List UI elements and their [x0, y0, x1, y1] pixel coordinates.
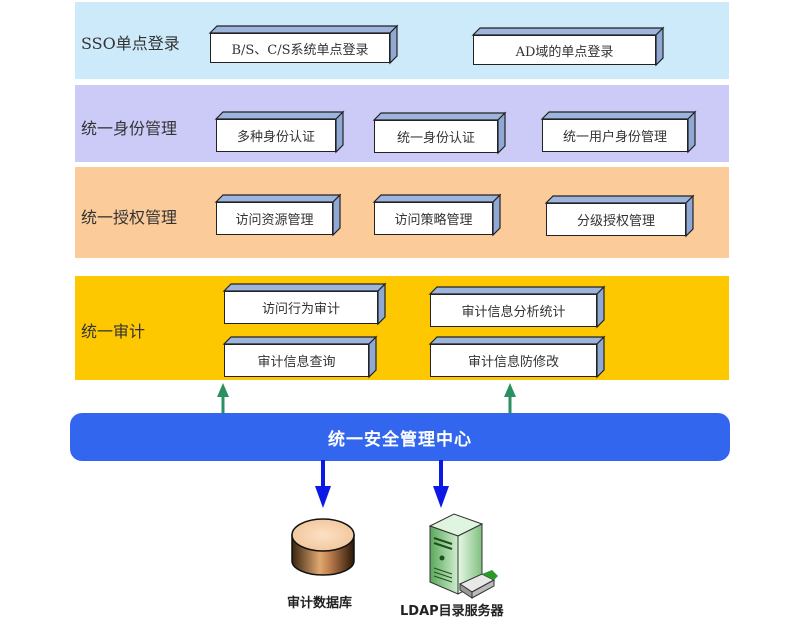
database-caption: 审计数据库: [287, 596, 353, 611]
box-side-face: [596, 285, 605, 329]
module-label: 审计信息防修改: [430, 344, 597, 377]
module-box: 审计信息查询: [222, 335, 378, 379]
layer-audit-label: 统一审计: [81, 322, 146, 341]
module-label: AD域的单点登录: [473, 35, 656, 65]
module-box: 审计信息分析统计: [428, 285, 606, 329]
box-side-face: [389, 24, 398, 65]
box-side-face: [596, 335, 605, 379]
layer-identity-label: 统一身份管理: [81, 119, 178, 138]
arrow-down-ldap: [433, 460, 449, 508]
module-box: 多种身份认证: [214, 110, 345, 154]
module-box: 统一用户身份管理: [540, 110, 697, 154]
box-top-face: [222, 336, 378, 345]
arrow-up-left: [217, 383, 229, 415]
box-top-face: [372, 194, 502, 203]
box-top-face: [540, 111, 697, 120]
module-box: 统一身份认证: [372, 111, 507, 155]
box-side-face: [655, 26, 664, 67]
box-top-face: [372, 112, 507, 121]
module-label: 分级授权管理: [546, 203, 686, 236]
box-side-face: [687, 110, 696, 154]
arrow-down-database: [315, 460, 331, 508]
module-box: 访问行为审计: [222, 282, 387, 326]
module-label: 审计信息分析统计: [430, 294, 597, 327]
module-label: 多种身份认证: [216, 119, 336, 152]
box-top-face: [544, 195, 695, 204]
module-box: B/S、C/S系统单点登录: [208, 24, 399, 65]
box-top-face: [214, 111, 345, 120]
box-top-face: [214, 194, 342, 203]
module-box: 审计信息防修改: [428, 335, 606, 379]
ldap-caption: LDAP目录服务器: [400, 604, 504, 619]
arrow-up-right: [504, 383, 516, 415]
module-label: B/S、C/S系统单点登录: [210, 33, 390, 63]
module-label: 访问策略管理: [374, 202, 493, 235]
box-side-face: [377, 282, 386, 326]
box-top-face: [208, 25, 399, 34]
box-side-face: [332, 193, 341, 237]
module-label: 访问行为审计: [224, 291, 378, 324]
security-management-center: 统一安全管理中心: [70, 413, 730, 461]
module-box: 访问资源管理: [214, 193, 342, 237]
box-top-face: [428, 286, 606, 295]
box-top-face: [428, 336, 606, 345]
box-top-face: [222, 283, 387, 292]
module-box: AD域的单点登录: [471, 26, 665, 67]
module-label: 统一用户身份管理: [542, 119, 688, 152]
server-icon: [428, 513, 498, 599]
box-side-face: [492, 193, 501, 237]
box-side-face: [685, 194, 694, 238]
module-box: 访问策略管理: [372, 193, 502, 237]
box-side-face: [368, 335, 377, 379]
box-side-face: [335, 110, 344, 154]
hub-label: 统一安全管理中心: [328, 429, 472, 450]
database-icon: [291, 518, 355, 576]
layer-audit: 统一审计: [75, 276, 729, 380]
module-box: 分级授权管理: [544, 194, 695, 238]
module-label: 访问资源管理: [216, 202, 333, 235]
module-label: 审计信息查询: [224, 344, 369, 377]
module-label: 统一身份认证: [374, 120, 498, 153]
box-top-face: [471, 27, 665, 36]
box-side-face: [497, 111, 506, 155]
layer-sso-label: SSO单点登录: [81, 34, 180, 53]
layer-authorization-label: 统一授权管理: [81, 208, 178, 227]
